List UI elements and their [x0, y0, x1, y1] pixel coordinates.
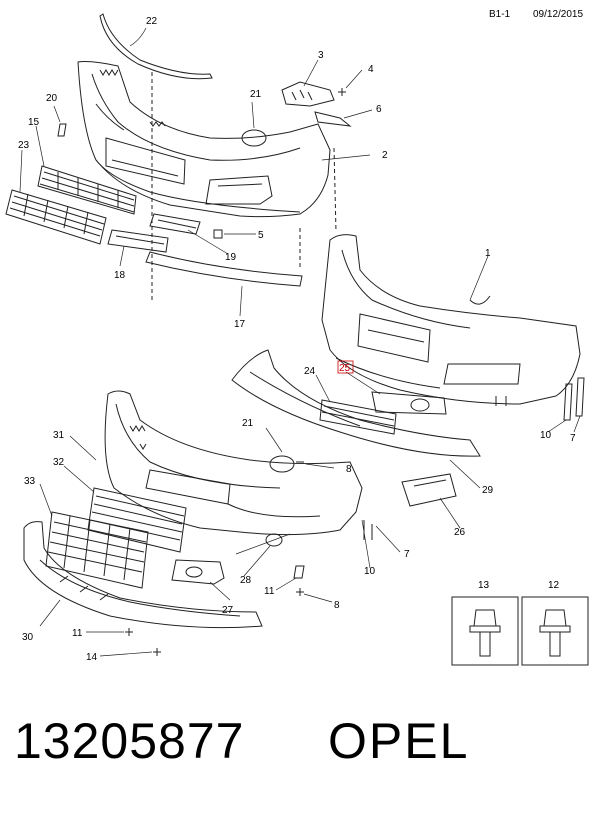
callout-4: 4: [368, 64, 374, 75]
callout-26: 26: [454, 527, 466, 538]
callout-27: 27: [222, 605, 234, 616]
lower-spoiler: [231, 349, 481, 457]
highlight-box: [337, 360, 354, 374]
callout-22: 22: [146, 16, 158, 27]
callout-28: 28: [240, 575, 252, 586]
callout-21-top: 21: [250, 89, 262, 100]
sheet-code: B1-1: [489, 9, 511, 20]
callout-24: 24: [304, 366, 316, 377]
fastener-box-12: [521, 596, 589, 666]
fastener-box-13: [451, 596, 519, 666]
callout-3: 3: [318, 50, 324, 61]
bumper-cover-lower: [104, 390, 363, 536]
callout-10-low: 10: [364, 566, 376, 577]
callout-5: 5: [258, 230, 264, 241]
callout-1: 1: [485, 248, 491, 259]
callout-32: 32: [53, 457, 65, 468]
callout-10-right: 10: [540, 430, 552, 441]
bumper-cover-1: [321, 234, 581, 405]
callout-8-mid: 8: [346, 464, 352, 475]
callout-13: 13: [478, 580, 490, 591]
exploded-parts-diagram: 22 3 4 21 20 6 15 23 2 5 19 1 18 17 24 2…: [5, 13, 589, 666]
callout-25: 25: [339, 363, 351, 374]
grille-upper: [37, 165, 137, 215]
callout-29: 29: [482, 485, 494, 496]
callout-14: 14: [86, 652, 98, 663]
callout-7-low: 7: [404, 549, 410, 560]
part-number: 13205877: [14, 713, 245, 769]
callout-21-mid: 21: [242, 418, 254, 429]
callout-12: 12: [548, 580, 560, 591]
callout-33: 33: [24, 476, 36, 487]
callout-6: 6: [376, 104, 382, 115]
callout-30: 30: [22, 632, 34, 643]
top-bumper-cover: [77, 13, 331, 218]
callout-18: 18: [114, 270, 126, 281]
callout-15: 15: [28, 117, 40, 128]
callout-17: 17: [234, 319, 246, 330]
callout-11-mid: 11: [264, 586, 275, 597]
part-bracket: [281, 81, 335, 107]
callout-19: 19: [225, 252, 237, 263]
callout-31: 31: [53, 430, 65, 441]
diagram-date: 09/12/2015: [533, 9, 584, 20]
callout-7-right: 7: [570, 433, 576, 444]
callout-20: 20: [46, 93, 58, 104]
grille-lower: [5, 189, 107, 245]
leader-lines: [19, 27, 581, 657]
callout-23: 23: [18, 140, 30, 151]
callout-8-low: 8: [334, 600, 340, 611]
callout-11-low: 11: [72, 628, 83, 639]
callout-2: 2: [382, 150, 388, 161]
brand-name: OPEL: [328, 713, 470, 769]
